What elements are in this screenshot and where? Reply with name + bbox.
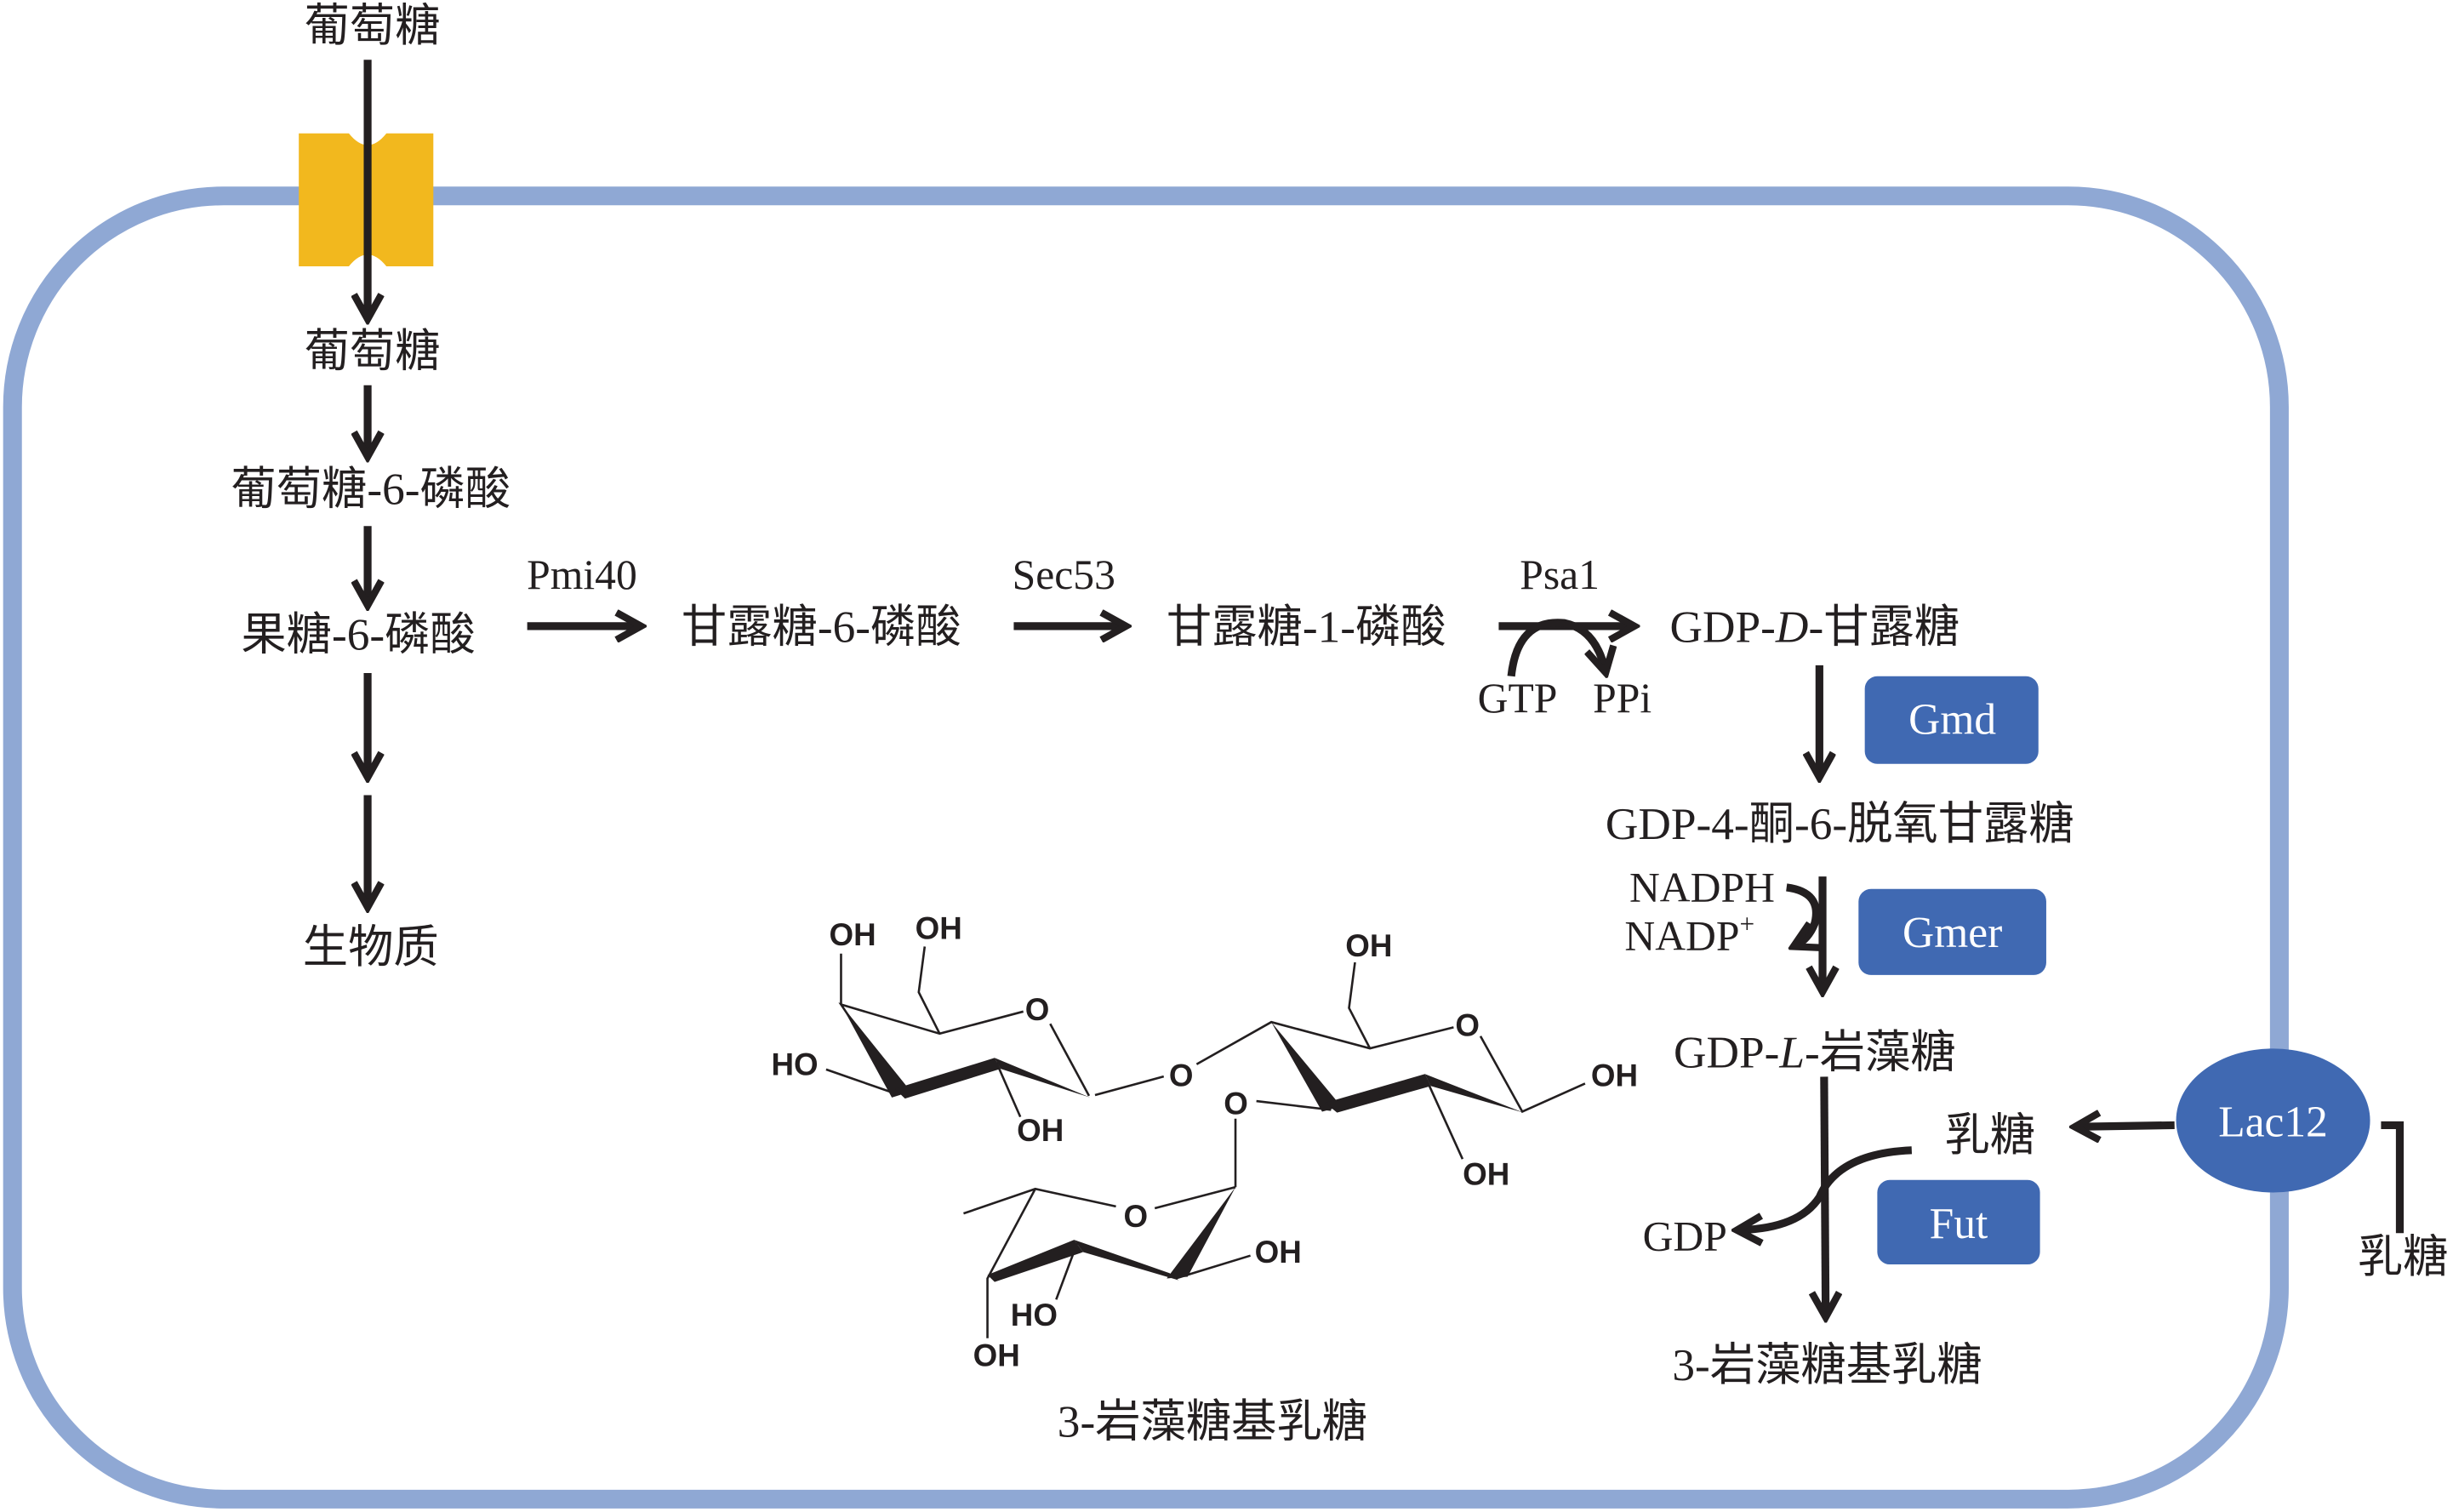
fut-enzyme-box bbox=[1877, 1179, 2040, 1265]
pmi40-label: Pmi40 bbox=[527, 551, 637, 598]
gdp-mannose-label: GDP-D-甘露糖 bbox=[1670, 601, 1960, 652]
biomass-label: 生物质 bbox=[303, 921, 439, 973]
gdp-label: GDP bbox=[1643, 1213, 1727, 1260]
gmer-label: Gmer bbox=[1903, 909, 2002, 957]
glucose-outside-label: 葡萄糖 bbox=[305, 0, 441, 51]
nadph-label: NADPH bbox=[1629, 864, 1775, 910]
gdp-fucose-label: GDP-L-岩藻糖 bbox=[1674, 1026, 1956, 1077]
glucose-inside-label: 葡萄糖 bbox=[305, 326, 441, 377]
m6p-label: 甘露糖-6-磷酸 bbox=[682, 601, 961, 652]
ppi-label: PPi bbox=[1593, 675, 1651, 722]
lactose-inside-label: 乳糖 bbox=[1944, 1110, 2035, 1161]
oh-label: OH bbox=[973, 1338, 1020, 1373]
lactose-import-line bbox=[2381, 1121, 2405, 1234]
arrow-lactose-to-gdp bbox=[1740, 1146, 1913, 1230]
oh-label: OH bbox=[916, 911, 962, 946]
fut-label: Fut bbox=[1930, 1200, 1988, 1248]
gmd-label: Gmd bbox=[1908, 696, 1996, 745]
oh-label: OH bbox=[829, 917, 876, 952]
product-label: 3-岩藻糖基乳糖 bbox=[1672, 1339, 1982, 1390]
ho-label: HO bbox=[1011, 1298, 1058, 1332]
gmd-enzyme-box bbox=[1864, 676, 2039, 764]
ring-oxygen-label: O bbox=[1124, 1199, 1149, 1234]
g6p-label: 葡萄糖-6-磷酸 bbox=[231, 463, 511, 514]
gdp-keto-deoxymannose-label: GDP-4-酮-6-脱氧甘露糖 bbox=[1606, 798, 2074, 849]
gtp-label: GTP bbox=[1478, 675, 1558, 722]
oh-label: OH bbox=[1255, 1235, 1302, 1270]
lac12-transporter bbox=[2176, 1048, 2370, 1193]
lac12-label: Lac12 bbox=[2218, 1098, 2328, 1146]
fucosyllactose-structure: OH OH O HO OH O O OH O OH OH O OH HO OH … bbox=[771, 911, 1638, 1447]
oh-label: OH bbox=[1345, 928, 1392, 963]
arrow-lac12-import bbox=[2078, 1125, 2175, 1127]
f6p-label: 果糖-6-磷酸 bbox=[241, 608, 475, 659]
m1p-label: 甘露糖-1-磷酸 bbox=[1167, 601, 1446, 652]
glycosidic-oxygen-label: O bbox=[1169, 1058, 1194, 1093]
sec53-label: Sec53 bbox=[1013, 551, 1115, 598]
gmer-enzyme-box bbox=[1858, 888, 2046, 975]
arrow-gtp-to-ppi bbox=[1507, 619, 1605, 676]
structure-name-label: 3-岩藻糖基乳糖 bbox=[1058, 1395, 1367, 1446]
oh-label: OH bbox=[1463, 1156, 1509, 1191]
psa1-label: Psa1 bbox=[1520, 551, 1600, 598]
ring-oxygen-label: O bbox=[1025, 992, 1050, 1027]
oh-label: OH bbox=[1591, 1058, 1638, 1093]
oh-label: OH bbox=[1017, 1113, 1064, 1148]
ho-label: HO bbox=[771, 1047, 818, 1082]
cell-membrane bbox=[3, 186, 2289, 1509]
arrow-nadph-to-nadp bbox=[1785, 883, 1817, 945]
ring-oxygen-label: O bbox=[1455, 1008, 1480, 1043]
nadp-label: NADP+ bbox=[1624, 909, 1754, 959]
arrow-fut bbox=[1824, 1076, 1826, 1314]
lactose-outside-label: 乳糖 bbox=[2358, 1231, 2449, 1282]
glycosidic-oxygen-label: O bbox=[1224, 1087, 1248, 1121]
